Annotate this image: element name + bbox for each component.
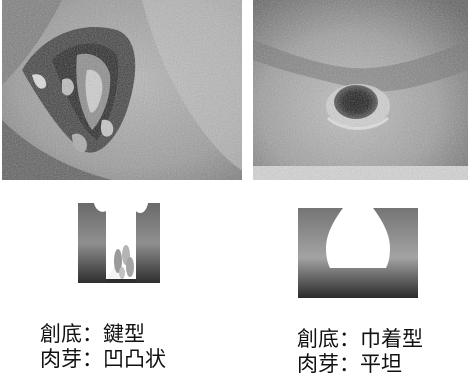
caption-left: 創底：鍵型 肉芽：凹凸状 — [40, 322, 166, 372]
caption-left-granulation: 肉芽：凹凸状 — [40, 347, 166, 372]
caption-right-granulation: 肉芽：平坦 — [297, 352, 423, 376]
wound-schematic-left — [78, 203, 160, 283]
caption-left-wound-bed: 創底：鍵型 — [40, 322, 166, 347]
caption-right: 創底：巾着型 肉芽：平坦 — [297, 327, 423, 376]
wound-photo-right — [253, 0, 468, 180]
caption-right-wound-bed: 創底：巾着型 — [297, 327, 423, 352]
wound-photo-left — [2, 0, 242, 180]
wound-schematic-right — [298, 208, 418, 298]
